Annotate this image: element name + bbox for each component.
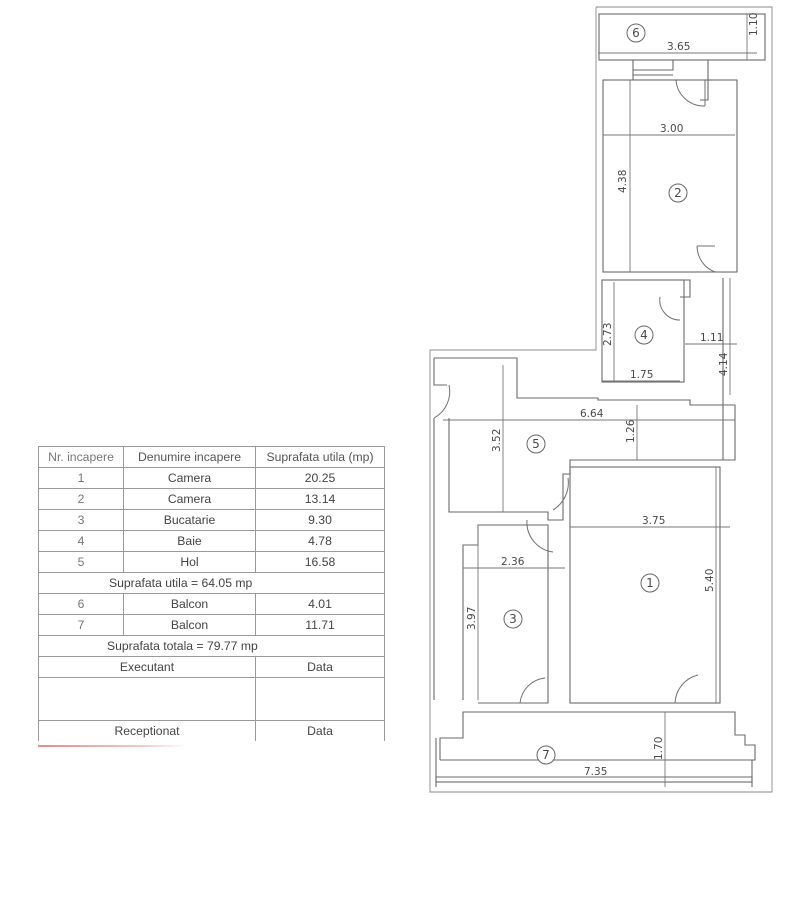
balcon-6-inner (632, 60, 674, 71)
grand-total-row: Suprafata totala = 79.77 mp (38, 635, 385, 657)
camera-1-outline (569, 466, 721, 704)
room-number: 7 (38, 614, 124, 636)
balcon-6-outline (598, 13, 766, 61)
header-room-number: Nr. incapere (38, 446, 124, 468)
room-number: 6 (38, 593, 124, 615)
dim-hol-length: 6.64 (580, 408, 604, 420)
dim-balcon-7-depth: 1.70 (653, 737, 665, 760)
balcon-6-door-jamb (700, 60, 709, 101)
room-area: 4.78 (255, 530, 385, 552)
red-pen-mark (38, 745, 188, 747)
room-marker-3: 3 (503, 609, 523, 629)
dim-balcon-7-width: 7.35 (584, 766, 607, 778)
baie-4-outline (601, 279, 685, 383)
room-marker-6: 6 (626, 23, 646, 43)
dim-hol-depth: 1.26 (625, 419, 637, 443)
svg-text:1: 1 (646, 576, 654, 590)
executant-signature (38, 677, 256, 721)
receptionat-row: Receptionat Data (38, 720, 385, 741)
camera-2-outline (602, 79, 738, 273)
room-number: 4 (38, 530, 124, 552)
table-row: 2 Camera 13.14 (38, 488, 385, 510)
useful-total: Suprafata utila = 64.05 mp (38, 572, 385, 594)
table-row: 5 Hol 16.58 (38, 551, 385, 573)
room-number: 2 (38, 488, 124, 510)
table-row: 3 Bucatarie 9.30 (38, 509, 385, 531)
receptionat-date-label: Data (255, 720, 385, 741)
grand-total: Suprafata totala = 79.77 mp (38, 635, 385, 657)
svg-text:2: 2 (674, 186, 682, 200)
executant-row: Executant Data (38, 656, 385, 678)
room-marker-4: 4 (634, 325, 654, 345)
dim-camera-1-width: 3.75 (642, 515, 665, 527)
header-room-name: Denumire incapere (123, 446, 256, 468)
dim-bucatarie-width: 2.36 (501, 556, 525, 568)
table-row: 6 Balcon 4.01 (38, 593, 385, 615)
svg-text:5: 5 (532, 437, 540, 451)
dim-hol-niche-width: 1.11 (700, 332, 723, 344)
room-name: Camera (123, 488, 256, 510)
dim-balcon-6-depth: 1.10 (748, 13, 760, 36)
dim-balcon-6-width: 3.65 (667, 41, 690, 53)
room-area: 11.71 (255, 614, 385, 636)
room-name: Baie (123, 530, 256, 552)
svg-text:7: 7 (542, 748, 550, 762)
room-marker-1: 1 (640, 573, 660, 593)
room-number: 5 (38, 551, 124, 573)
room-area: 4.01 (255, 593, 385, 615)
room-area: 13.14 (255, 488, 385, 510)
room-marker-5: 5 (526, 434, 546, 454)
dim-bucatarie-length: 3.97 (466, 607, 478, 630)
table-row: 1 Camera 20.25 (38, 467, 385, 489)
room-name: Balcon (123, 614, 256, 636)
room-area: 16.58 (255, 551, 385, 573)
room-area: 20.25 (255, 467, 385, 489)
table-header-row: Nr. incapere Denumire incapere Suprafata… (38, 446, 385, 468)
room-name: Balcon (123, 593, 256, 615)
svg-text:4: 4 (640, 328, 648, 342)
dim-baie-width: 1.75 (630, 369, 653, 381)
receptionat-label: Receptionat (38, 720, 256, 741)
dim-hol-side: 3.52 (491, 429, 503, 452)
executant-date-label: Data (255, 656, 385, 678)
dim-camera-1-length: 5.40 (704, 569, 716, 592)
signature-blank-row (38, 677, 385, 721)
executant-label: Executant (38, 656, 256, 678)
header-useful-area: Suprafata utila (mp) (255, 446, 385, 468)
camera-2-walls (603, 70, 634, 81)
useful-total-row: Suprafata utila = 64.05 mp (38, 572, 385, 594)
svg-text:3: 3 (509, 612, 517, 626)
plan-outer-border (429, 6, 773, 793)
room-marker-7: 7 (536, 745, 556, 765)
room-name: Camera (123, 467, 256, 489)
balcon-7-outline (439, 711, 756, 761)
dim-camera-2-length: 4.38 (617, 170, 629, 193)
dim-baie-height: 2.73 (602, 323, 614, 346)
room-number: 3 (38, 509, 124, 531)
room-number: 1 (38, 467, 124, 489)
room-name: Bucatarie (123, 509, 256, 531)
baie-4-walls (602, 279, 691, 298)
dim-camera-2-width: 3.00 (660, 123, 683, 135)
svg-text:6: 6 (632, 26, 640, 40)
table-row: 7 Balcon 11.71 (38, 614, 385, 636)
executant-date (255, 677, 385, 721)
dim-hol-niche-length: 4.14 (718, 352, 730, 376)
room-areas-table: Nr. incapere Denumire incapere Suprafata… (38, 446, 385, 741)
table-row: 4 Baie 4.78 (38, 530, 385, 552)
room-area: 9.30 (255, 509, 385, 531)
room-marker-2: 2 (668, 183, 688, 203)
room-name: Hol (123, 551, 256, 573)
hol-5-walls (434, 357, 736, 521)
